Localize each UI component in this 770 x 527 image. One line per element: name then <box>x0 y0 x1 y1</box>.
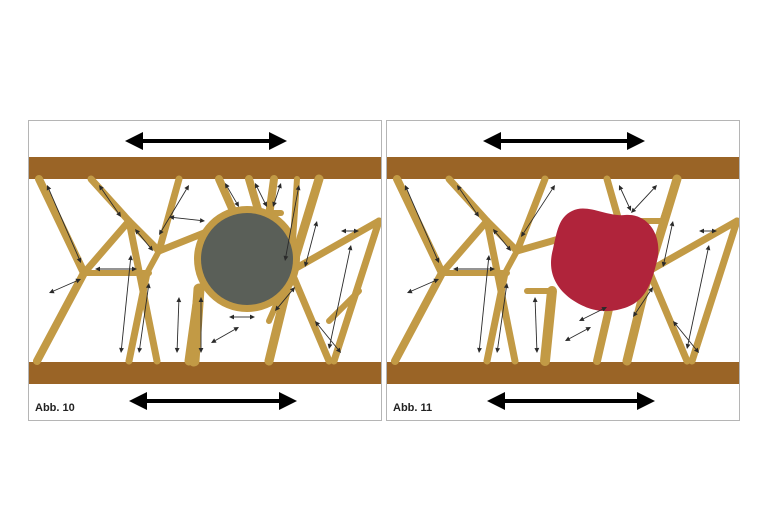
double-headed-arrow-icon <box>129 392 297 410</box>
stress-arrow-icon <box>119 255 133 353</box>
lattice-strut <box>326 288 362 324</box>
stress-arrow-icon <box>255 183 267 207</box>
lattice-strut <box>144 248 162 276</box>
stress-arrow-icon <box>211 327 239 343</box>
bottom-plate <box>29 362 381 384</box>
lattice-strut <box>287 267 333 365</box>
stress-arrow-icon <box>283 185 301 261</box>
stress-arrow-icon <box>407 278 439 294</box>
stress-arrow-icon <box>699 228 717 234</box>
figure-caption: Abb. 10 <box>35 402 75 414</box>
stress-arrow-icon <box>477 255 491 353</box>
stress-arrow-icon <box>174 297 182 353</box>
lattice-strut <box>33 175 88 365</box>
stress-arrow-icon <box>46 185 82 263</box>
stress-arrow-icon <box>341 228 359 234</box>
top-plate <box>29 157 381 179</box>
lattice-strut <box>184 284 204 366</box>
lattice-strut <box>513 175 549 255</box>
stress-arrow-icon <box>135 229 153 251</box>
bottom-plate <box>387 362 739 384</box>
stress-arrow-icon <box>272 183 282 207</box>
lattice-strut <box>87 175 133 225</box>
lattice-strut <box>603 175 623 225</box>
double-headed-arrow-icon <box>487 392 655 410</box>
lattice-strut <box>80 217 163 277</box>
stress-arrow-icon <box>579 307 607 321</box>
stress-arrow-icon <box>275 287 295 311</box>
stress-arrow-icon <box>493 229 511 251</box>
lattice-strut <box>688 217 739 365</box>
figure-caption: Abb. 11 <box>393 402 433 414</box>
stress-arrow-icon <box>532 297 540 353</box>
stress-arrow-icon <box>661 221 675 267</box>
lattice-strut <box>540 286 557 366</box>
double-headed-arrow-icon <box>483 132 645 150</box>
figure-abb-10: Abb. 10 <box>28 120 382 421</box>
figure-abb-11: Abb. 11 <box>386 120 740 421</box>
stress-arrow-icon <box>137 283 151 353</box>
stress-arrow-icon <box>631 185 657 213</box>
lattice-strut <box>125 269 151 365</box>
stress-arrow-icon <box>453 266 495 272</box>
top-plate <box>387 157 739 179</box>
lattice-strut <box>445 175 491 225</box>
stress-arrow-icon <box>225 183 239 207</box>
round-inclusion <box>201 213 293 305</box>
stress-arrow-icon <box>685 245 711 349</box>
lattice-strut <box>645 267 691 365</box>
stress-arrow-icon <box>457 185 479 217</box>
stress-arrow-icon <box>565 327 591 341</box>
stress-arrow-icon <box>159 185 189 235</box>
lattice-strut <box>502 248 520 276</box>
stress-arrow-icon <box>404 185 440 263</box>
lattice-strut <box>215 175 238 217</box>
stress-arrow-icon <box>95 266 137 272</box>
irregular-inclusion <box>551 208 659 312</box>
stress-arrow-icon <box>315 321 341 353</box>
stress-arrow-icon <box>618 185 632 211</box>
stress-arrow-icon <box>495 283 509 353</box>
stress-arrow-icon <box>49 278 81 294</box>
stress-arrow-icon <box>229 314 255 320</box>
stress-arrow-icon <box>521 185 555 237</box>
stress-arrow-icon <box>633 287 653 317</box>
lattice-strut <box>483 269 509 365</box>
lattice-diagram <box>29 132 381 410</box>
stress-arrow-icon <box>169 215 205 223</box>
lattice-strut <box>265 175 278 220</box>
stress-arrow-icon <box>327 245 353 349</box>
lattice-strut <box>155 175 183 255</box>
lattice-diagram <box>387 132 739 410</box>
lattice-strut <box>438 217 521 277</box>
lattice-strut <box>391 175 446 365</box>
stress-arrow-icon <box>198 297 204 353</box>
stress-arrow-icon <box>303 221 319 267</box>
double-headed-arrow-icon <box>125 132 287 150</box>
stress-arrow-icon <box>673 321 699 353</box>
stress-arrow-icon <box>99 185 121 217</box>
